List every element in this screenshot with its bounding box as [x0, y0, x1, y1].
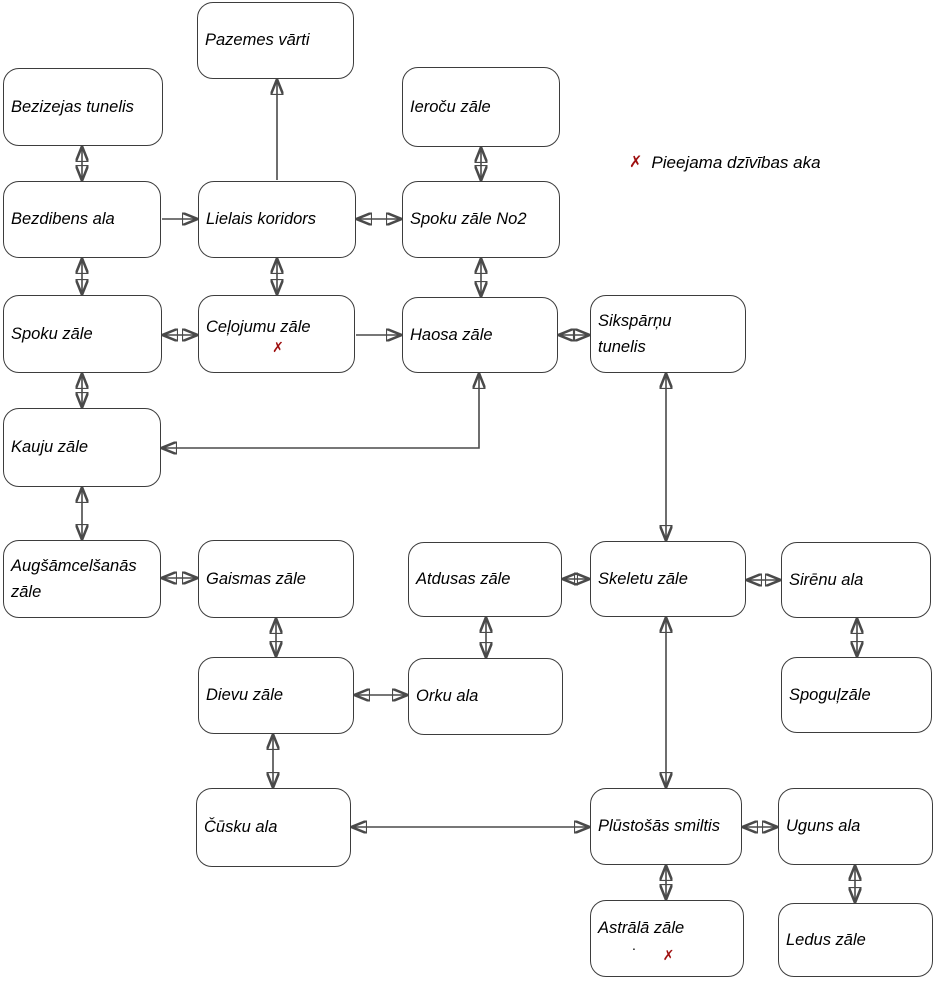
room-uguns-ala: Uguns ala [778, 788, 933, 865]
stray-dot: . [632, 936, 636, 953]
room-label: Skeletu zāle [598, 569, 688, 588]
room-label: Spoku zāle No2 [410, 210, 527, 229]
room-label: Ieroču zāle [410, 97, 491, 116]
room-label: Augšāmcelšanās zāle [11, 556, 137, 601]
room-celojumu-zale: Ceļojumu zāle ✗ [198, 295, 355, 373]
room-label: Astrālā zāle [598, 919, 685, 938]
room-lielais-koridors: Lielais koridors [198, 181, 356, 258]
room-label: Pazemes vārti [205, 31, 310, 50]
room-sirenu-ala: Sirēnu ala [781, 542, 931, 618]
edge-kauju-haosa [162, 374, 479, 448]
room-label: Dievu zāle [206, 686, 284, 705]
room-dievu-zale: Dievu zāle [198, 657, 354, 734]
room-bezdibens-ala: Bezdibens ala [3, 181, 161, 258]
room-label: Spoku zāle [11, 324, 93, 343]
room-augsamcelsanas-zale: Augšāmcelšanās zāle [3, 540, 161, 618]
life-well-icon: ✗ [272, 339, 284, 356]
room-label: Uguns ala [786, 817, 861, 836]
room-atdusas-zale: Atdusas zāle [408, 542, 562, 617]
room-label: Bezdibens ala [11, 210, 115, 229]
life-well-icon: ✗ [629, 154, 643, 171]
room-plustosas-smiltis: Plūstošās smiltis [590, 788, 742, 865]
room-ierocu-zale: Ieroču zāle [402, 67, 560, 147]
room-ledus-zale: Ledus zāle [778, 903, 933, 977]
life-well-icon: ✗ [662, 946, 675, 963]
room-bezizejas-tunelis: Bezizejas tunelis [3, 68, 163, 146]
room-haosa-zale: Haosa zāle [402, 297, 558, 373]
room-kauju-zale: Kauju zāle [3, 408, 161, 487]
room-spoku-zale: Spoku zāle [3, 295, 162, 373]
legend-label: Pieejama dzīvības aka [651, 153, 821, 172]
room-label: Haosa zāle [410, 325, 493, 344]
room-label: Bezizejas tunelis [11, 97, 134, 116]
room-gaismas-zale: Gaismas zāle [198, 540, 354, 618]
room-label: Lielais koridors [206, 210, 317, 229]
room-siksparnu-tunelis: Sikspārņu tunelis [590, 295, 746, 373]
room-label: Orku ala [416, 687, 479, 706]
room-skeletu-zale: Skeletu zāle [590, 541, 746, 617]
room-label: Plūstošās smiltis [598, 817, 720, 836]
room-label: Spoguļzāle [789, 685, 871, 704]
room-cusku-ala: Čūsku ala [196, 788, 351, 867]
room-label: Ledus zāle [786, 930, 866, 949]
room-pazemes-varti: Pazemes vārti [197, 2, 354, 79]
room-spogulzale: Spoguļzāle [781, 657, 932, 733]
room-label: Čūsku ala [204, 818, 278, 837]
room-astrala-zale: Astrālā zāle . ✗ [590, 900, 744, 977]
room-label: Sirēnu ala [789, 570, 864, 589]
legend: ✗ Pieejama dzīvības aka [629, 153, 821, 173]
room-label: Kauju zāle [11, 438, 89, 457]
room-label: Sikspārņu tunelis [598, 311, 672, 356]
room-label: Gaismas zāle [206, 569, 306, 588]
room-label: Ceļojumu zāle [206, 317, 311, 336]
room-label: Atdusas zāle [416, 570, 511, 589]
room-orku-ala: Orku ala [408, 658, 563, 735]
room-spoku-zale-no2: Spoku zāle No2 [402, 181, 560, 258]
